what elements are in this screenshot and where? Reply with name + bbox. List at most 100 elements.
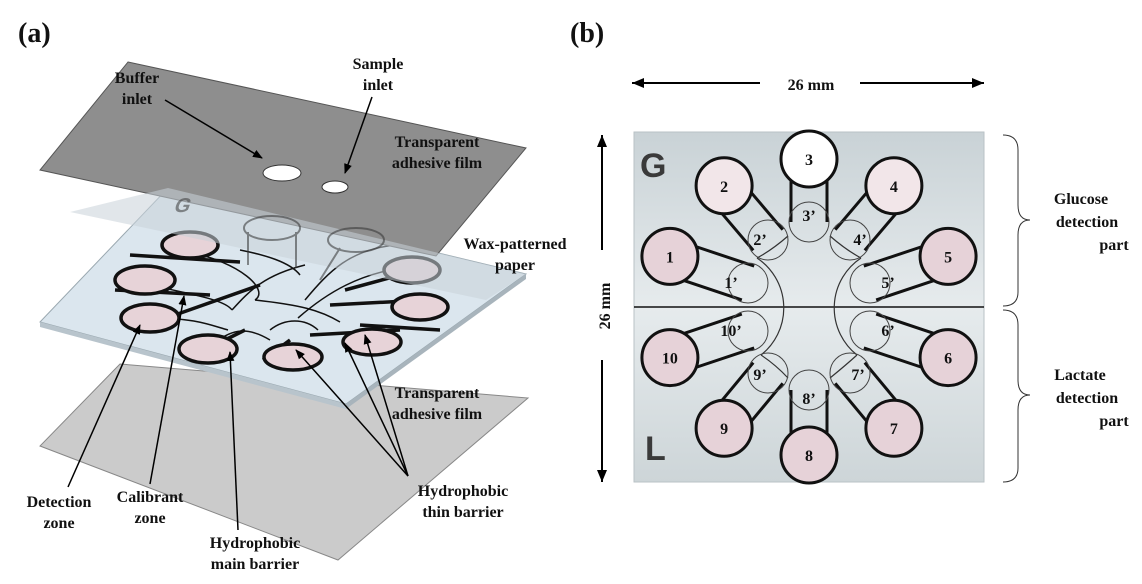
arrow-detection-zone	[67, 324, 141, 488]
channel-label-7: 7’	[851, 367, 864, 384]
calibrant-lobe	[849, 262, 891, 304]
lower-inner-arc	[760, 354, 858, 379]
sample-inlet-hole	[321, 180, 349, 194]
device-letter-g: G	[640, 147, 666, 185]
zone-number-10: 10	[662, 351, 678, 368]
svg-text:Glucose: Glucose	[1054, 191, 1108, 208]
label-paper: Wax-patterned paper	[463, 236, 566, 274]
main-barrier-wall	[863, 361, 900, 405]
bottom-adhesive-film	[39, 363, 530, 561]
svg-text:Lactate: Lactate	[1054, 367, 1106, 384]
right-inner-arc	[833, 257, 862, 356]
detection-zone-7	[864, 398, 924, 458]
detection-zone-9	[694, 398, 754, 458]
top-adhesive-film	[39, 61, 527, 300]
calibrant-lobe	[788, 369, 830, 411]
channel-label-1: 1’	[724, 275, 737, 292]
svg-text:detection: detection	[1056, 214, 1118, 231]
zone-number-5: 5	[944, 249, 952, 266]
svg-text:adhesive film: adhesive film	[392, 155, 483, 172]
calibrant-lobe	[829, 352, 871, 394]
svg-text:zone: zone	[43, 515, 74, 532]
buffer-inlet-hole	[262, 164, 302, 182]
main-barrier-wall	[718, 209, 755, 252]
channel-label-6: 6’	[881, 323, 894, 340]
label-sample-inlet: Sample inlet	[353, 56, 404, 94]
arrows-thin-barrier	[295, 334, 409, 477]
zone-number-7: 7	[890, 421, 898, 438]
glucose-bracket	[1002, 134, 1031, 307]
label-glucose-part: Glucose detection part	[1054, 191, 1129, 254]
detection-zone-3	[779, 129, 839, 189]
main-barrier-wall	[692, 346, 755, 370]
detection-zone-8	[779, 425, 839, 485]
svg-text:detection: detection	[1056, 390, 1118, 407]
detection-zone-4	[864, 156, 924, 216]
main-barrier-wall	[680, 278, 743, 302]
device-letter-l: L	[645, 430, 666, 468]
zone-number-9: 9	[720, 421, 728, 438]
label-main-barrier: Hydrophobic main barrier	[210, 535, 300, 573]
zone-number-2: 2	[720, 179, 728, 196]
channel-label-5: 5’	[881, 275, 894, 292]
lactate-bracket	[1002, 309, 1031, 483]
svg-text:Transparent: Transparent	[395, 134, 480, 151]
zone-number-6: 6	[944, 351, 952, 368]
channel-label-8: 8’	[802, 391, 815, 408]
height-dimension: 26 mm	[597, 135, 614, 482]
label-bottom-film: Transparent adhesive film	[392, 385, 483, 423]
channel-label-3: 3’	[802, 208, 815, 225]
channel-label-2: 2’	[753, 232, 766, 249]
calibrant-lobe	[788, 201, 830, 243]
channel-label-10: 10’	[720, 323, 741, 340]
svg-text:part: part	[1099, 413, 1129, 430]
height-dimension-label: 26 mm	[597, 282, 614, 329]
svg-text:Calibrant: Calibrant	[117, 489, 184, 506]
detection-zone-1	[640, 226, 700, 286]
device-pattern: 1 1’ 2 2’ 3 3’ 4 4’ 5 5’ 6 6’ 7 7’ 8 8’ 9 9’ 10 10’	[640, 129, 978, 485]
label-top-film: Transparent adhesive film	[392, 134, 483, 172]
main-barrier-wall	[748, 189, 784, 231]
svg-text:main barrier: main barrier	[211, 556, 299, 573]
channel-label-9: 9’	[753, 367, 766, 384]
label-calibrant-zone: Calibrant zone	[117, 489, 184, 527]
zone-number-8: 8	[805, 448, 813, 465]
main-barrier-wall	[834, 189, 870, 231]
arrow-buffer-inlet	[164, 99, 263, 159]
svg-text:Transparent: Transparent	[395, 385, 480, 402]
zone-number-4: 4	[890, 179, 898, 196]
svg-text:inlet: inlet	[122, 91, 153, 108]
width-dimension-label: 26 mm	[788, 77, 835, 94]
main-barrier-wall	[748, 382, 784, 425]
svg-text:inlet: inlet	[363, 77, 394, 94]
label-buffer-inlet: Buffer inlet	[115, 70, 159, 108]
main-barrier-wall	[863, 209, 900, 252]
svg-text:Wax-patterned: Wax-patterned	[463, 236, 566, 253]
main-barrier-wall	[863, 244, 926, 268]
detection-zone-2	[694, 156, 754, 216]
channel-label-4: 4’	[853, 232, 866, 249]
label-thin-barrier: Hydrophobic thin barrier	[418, 483, 508, 521]
svg-text:part: part	[1099, 237, 1129, 254]
main-barrier-wall	[718, 361, 755, 405]
main-barrier-wall	[875, 278, 938, 302]
arrow-main-barrier	[226, 351, 239, 531]
svg-text:zone: zone	[134, 510, 165, 527]
svg-text:Detection: Detection	[27, 494, 92, 511]
calibrant-lobe	[849, 310, 891, 352]
calibrant-lobe	[747, 352, 789, 394]
arrow-calibrant-zone	[149, 295, 187, 485]
zone-number-3: 3	[805, 152, 813, 169]
width-dimension: 26 mm	[632, 77, 984, 94]
main-barrier-wall	[863, 346, 926, 370]
upper-inner-arc	[756, 235, 862, 259]
main-barrier-wall	[834, 382, 870, 425]
svg-text:Hydrophobic: Hydrophobic	[210, 535, 300, 552]
main-barrier-wall	[680, 312, 743, 336]
detection-zone-10	[640, 328, 700, 388]
calibrant-lobe	[829, 219, 871, 261]
svg-text:paper: paper	[495, 257, 535, 274]
zone-number-1: 1	[666, 249, 674, 266]
label-detection-zone: Detection zone	[27, 494, 92, 532]
